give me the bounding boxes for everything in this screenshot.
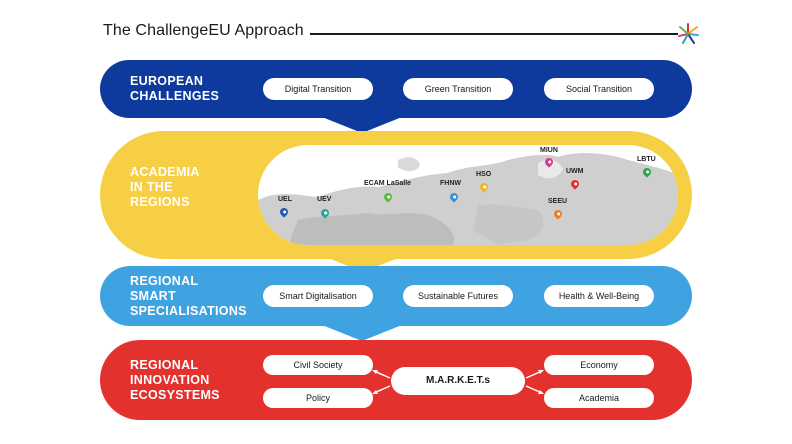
arrow-markets-to-economy-icon [525,370,544,379]
pin-label-uel: UEL [278,196,292,203]
pin-label-miun: MIUN [540,147,558,154]
pill-smart-digitalisation: Smart Digitalisation [263,285,373,307]
pill-policy: Policy [263,388,373,408]
pill-health-well-being: Health & Well-Being [544,285,654,307]
band-label: REGIONAL INNOVATION ECOSYSTEMS [130,358,220,402]
title-divider [310,33,678,35]
pill-academia: Academia [544,388,654,408]
pill-green-transition: Green Transition [403,78,513,100]
pin-label-ecam: ECAM LaSalle [364,180,412,187]
connector-arrow [322,325,402,341]
pill-economy: Economy [544,355,654,375]
band-label: ACADEMIA IN THE REGIONS [130,165,200,209]
pill-civil-society: Civil Society [263,355,373,375]
pin-label-hso: HSO [476,171,492,178]
arrow-markets-to-policy-icon [372,385,391,394]
pill-markets: M.A.R.K.E.T.s [391,367,525,395]
pin-label-uev: UEV [317,196,332,203]
pill-digital-transition: Digital Transition [263,78,373,100]
band-label: EUROPEAN CHALLENGES [130,74,220,103]
band-european-challenges: EUROPEAN CHALLENGES Digital Transition G… [100,60,692,118]
connector-arrow [322,117,402,133]
arrow-markets-to-academia-icon [525,385,544,394]
starburst-logo-icon [678,23,699,44]
arrow-markets-to-civil-society-icon [372,370,391,379]
pin-label-seeu: SEEU [548,198,568,205]
pin-label-lbtu: LBTU [637,156,656,163]
pill-social-transition: Social Transition [544,78,654,100]
page-title: The ChallengeEU Approach [103,22,304,39]
map-landmass [258,153,678,245]
europe-map [258,145,678,245]
band-specialisations: REGIONAL SMART SPECIALISATIONS Smart Dig… [100,266,692,326]
band-label: REGIONAL SMART SPECIALISATIONS [130,274,247,318]
connector-arrow [328,258,398,272]
pill-sustainable-futures: Sustainable Futures [403,285,513,307]
band-ecosystems: REGIONAL INNOVATION ECOSYSTEMS Civil Soc… [100,340,692,420]
pin-label-fhnw: FHNW [440,180,461,187]
pin-label-uwm: UWM [566,168,584,175]
